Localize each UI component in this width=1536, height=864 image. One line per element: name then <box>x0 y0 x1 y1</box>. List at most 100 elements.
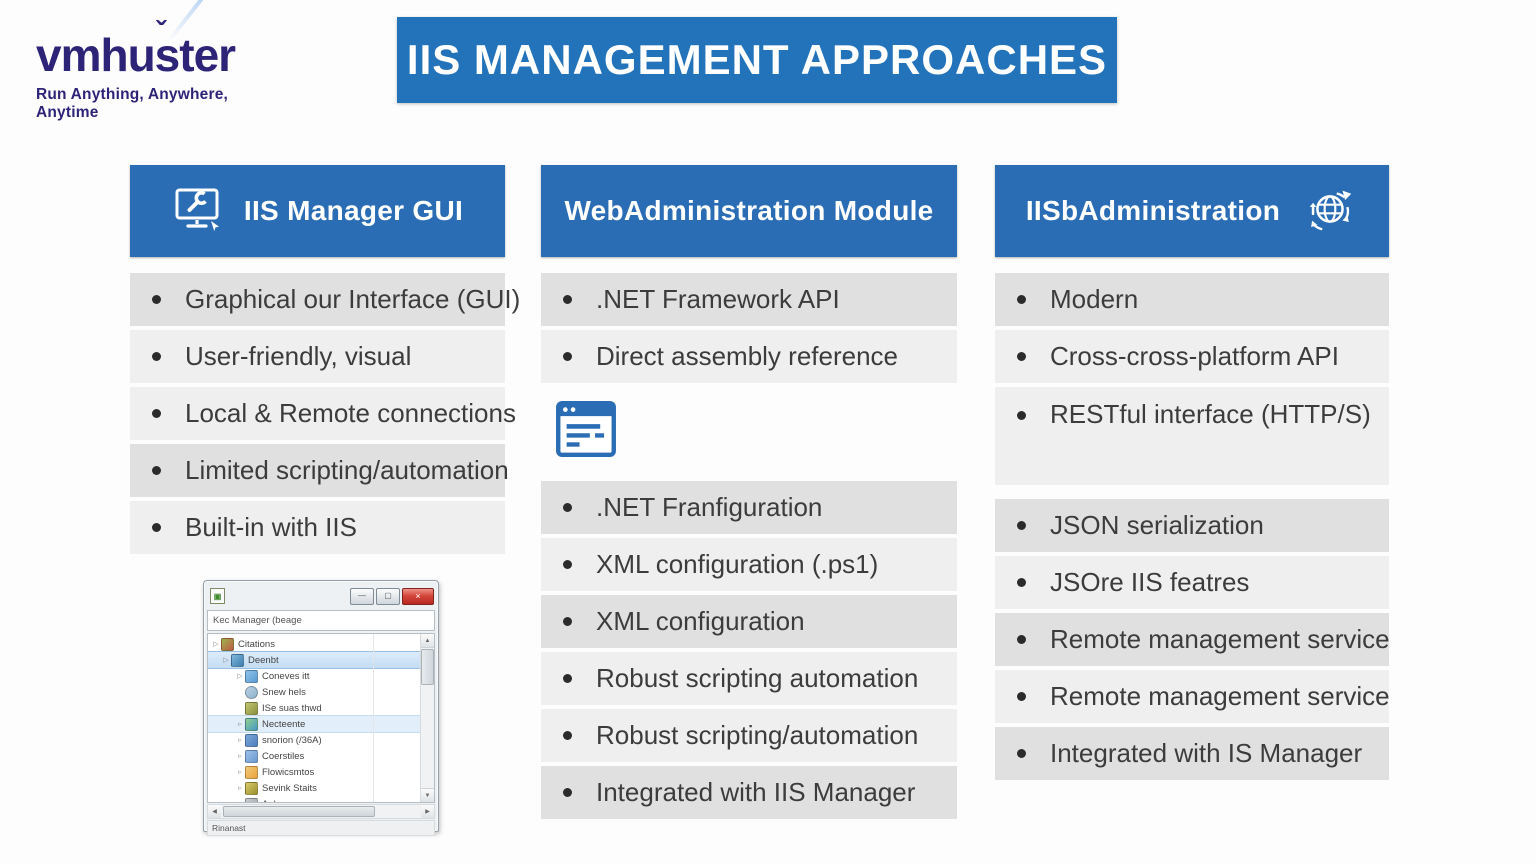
column2-title: WebAdministration Module <box>564 195 934 226</box>
feature-item: JSOre IIS featres <box>995 556 1389 609</box>
tree-item: ▹ Flowicsmtos <box>208 764 420 780</box>
column2-header: WebAdministration Module <box>541 165 957 257</box>
horizontal-scrollbar: ◀ ▶ <box>207 804 435 819</box>
bullet-dot <box>1017 692 1026 701</box>
feature-text: JSON serialization <box>1050 510 1264 540</box>
feature-item: .NET Franfiguration <box>541 481 957 534</box>
scroll-right-icon: ▶ <box>421 805 434 818</box>
feature-text: RESTful interface (HTTP/S) <box>1050 399 1371 429</box>
feature-text: Graphical our Interface (GUI) <box>185 284 521 314</box>
bullet-dot <box>563 617 572 626</box>
tree-item-icon <box>245 669 258 683</box>
feature-text: .NET Framework API <box>596 284 840 314</box>
feature-text: Robust scripting automation <box>596 663 919 693</box>
bullet-dot <box>152 523 161 532</box>
tree-item-label: Flowicsmtos <box>262 766 315 778</box>
tree-item-icon <box>245 717 258 731</box>
monitor-wrench-icon <box>172 186 224 237</box>
window-titlebar: ▣ — ▢ × <box>204 581 438 608</box>
horizontal-scroll-thumb <box>223 806 375 817</box>
vertical-scrollbar: ▲ ▼ <box>420 634 434 802</box>
tree-item: ▷ Citations <box>208 636 420 652</box>
tree-item-icon <box>245 733 258 747</box>
feature-item: Local & Remote connections <box>130 387 516 440</box>
logo-tagline: Run Anything, Anywhere, Anytime <box>36 86 229 121</box>
column-iisadministration: IISbAdministration <box>995 165 1390 784</box>
tree-item-icon <box>245 749 258 763</box>
console-window-icon <box>555 399 957 461</box>
tree-item-label: Citations <box>238 638 275 650</box>
feature-item: Integrated with IIS Manager <box>541 766 957 819</box>
bullet-dot <box>563 503 572 512</box>
title-banner: IIS MANAGEMENT APPROACHES <box>397 17 1117 103</box>
tree-item-icon <box>245 781 258 795</box>
window-app-icon: ▣ <box>210 588 225 604</box>
bullet-dot <box>152 295 161 304</box>
feature-text: .NET Franfiguration <box>596 492 823 522</box>
feature-item: Cross-cross-platform API <box>995 330 1389 383</box>
tree-item: Snew hels <box>208 684 420 700</box>
feature-item: XML configuration <box>541 595 957 648</box>
expand-arrow-icon: ▹ <box>238 737 242 744</box>
tree-item-icon <box>245 797 258 802</box>
bullet-dot <box>152 466 161 475</box>
bullet-dot <box>563 731 572 740</box>
iis-manager-window-screenshot: ▣ — ▢ × Kec Manager (beage ▷ Citations ▷… <box>203 580 439 836</box>
bullet-dot <box>563 560 572 569</box>
feature-item: XML configuration (.ps1) <box>541 538 957 591</box>
column-iis-manager-gui: IIS Manager GUI Graphical our Interface … <box>130 165 520 558</box>
feature-item: Remote management service <box>995 670 1390 723</box>
tree-item-label: Deenbt <box>248 654 279 666</box>
tree-item-label: Anla <box>262 799 281 803</box>
feature-text: Robust scripting/automation <box>596 720 919 750</box>
feature-text: Cross-cross-platform API <box>1050 341 1339 371</box>
feature-item: Graphical our Interface (GUI) <box>130 273 520 326</box>
feature-item: User-friendly, visual <box>130 330 505 383</box>
connections-tree: ▷ Citations ▷ Deenbt ▷ Coneves itt Snew … <box>208 634 420 802</box>
vertical-scroll-thumb <box>421 649 434 685</box>
expand-arrow-icon: ▹ <box>238 769 242 776</box>
feature-text: Integrated with IIS Manager <box>596 777 916 807</box>
expand-arrow-icon: ▷ <box>237 673 243 680</box>
logo-u-accent: ˇ <box>156 16 166 49</box>
bullet-dot <box>1017 521 1026 530</box>
page-title: IIS MANAGEMENT APPROACHES <box>406 36 1108 83</box>
tree-item: ▷ Deenbt <box>208 651 420 669</box>
column3-title: IISbAdministration <box>1025 195 1281 226</box>
tree-item: ISe suas thwd <box>208 700 420 716</box>
bullet-dot <box>152 352 161 361</box>
bullet-dot <box>152 409 161 418</box>
minimize-button-icon: — <box>350 587 374 605</box>
window-address-bar: Kec Manager (beage <box>207 610 435 631</box>
tree-item-icon <box>245 765 258 779</box>
bullet-dot <box>1017 295 1026 304</box>
feature-text: XML configuration (.ps1) <box>596 549 879 579</box>
scroll-up-icon: ▲ <box>421 634 434 648</box>
bullet-dot <box>1017 635 1026 644</box>
globe-sync-icon <box>1300 183 1358 240</box>
tree-item-label: Coneves itt <box>262 670 310 682</box>
feature-text: Remote management service <box>1050 624 1390 654</box>
tree-item-label: Coerstiles <box>262 750 305 762</box>
feature-item: JSON serialization <box>995 499 1389 552</box>
tree-item: ▹ Coerstiles <box>208 748 420 764</box>
tree-item: ▹ Necteente <box>208 715 420 733</box>
expand-arrow-icon: ▷ <box>213 641 219 648</box>
feature-text: Direct assembly reference <box>596 341 898 371</box>
logo-brand-label: vmhuster <box>36 29 236 81</box>
tree-item-label: Sevink Staits <box>262 782 317 794</box>
feature-text: XML configuration <box>596 606 805 636</box>
bullet-dot <box>1017 411 1026 420</box>
bullet-dot <box>1017 352 1026 361</box>
expand-arrow-icon: ▷ <box>223 657 229 664</box>
column1-title: IIS Manager GUI <box>243 195 464 226</box>
tree-item-icon <box>231 653 244 667</box>
scroll-left-icon: ◀ <box>208 805 221 818</box>
tree-item-icon <box>221 637 234 651</box>
pane-divider <box>373 634 374 802</box>
vmhuster-logo: vmhuster ˇ Run Anything, Anywhere, Anyti… <box>36 0 286 122</box>
tree-item-icon <box>245 701 258 715</box>
feature-item: Built-in with IIS <box>130 501 505 554</box>
feature-text: User-friendly, visual <box>185 341 412 371</box>
tree-item-label: Snew hels <box>262 686 306 698</box>
